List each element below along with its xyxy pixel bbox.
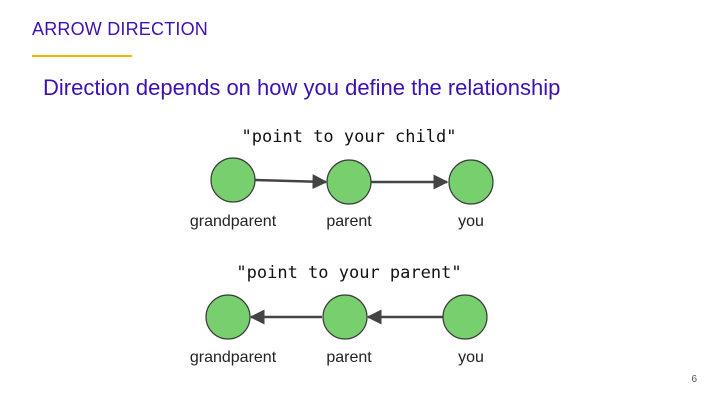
- diagram-1-label-grandparent: grandparent: [189, 213, 277, 230]
- diagram-2-node-grandparent: [205, 294, 251, 340]
- diagram-2-node-you: [442, 294, 488, 340]
- diagram-1-caption: "point to your child": [241, 127, 457, 147]
- diagram-1-label-parent: parent: [326, 213, 372, 230]
- section-title: ARROW DIRECTION: [32, 19, 208, 39]
- slide-subtitle: Direction depends on how you define the …: [43, 75, 561, 100]
- diagram-1-node-parent: [326, 159, 372, 205]
- diagram-1-node-grandparent: [210, 157, 256, 203]
- diagram-2-label-parent: parent: [326, 349, 372, 366]
- diagram-1-node-you: [448, 159, 494, 205]
- title-underline: [32, 55, 132, 57]
- page-number: 6: [691, 374, 697, 385]
- diagram-2-node-parent: [322, 294, 368, 340]
- diagram-2-caption: "point to your parent": [236, 263, 462, 283]
- diagram-2-label-you: you: [458, 349, 484, 366]
- diagram-2-label-grandparent: grandparent: [189, 349, 277, 366]
- diagram-1-arrow-grandparent-to-parent: [254, 174, 328, 190]
- diagram-1-label-you: you: [458, 213, 484, 230]
